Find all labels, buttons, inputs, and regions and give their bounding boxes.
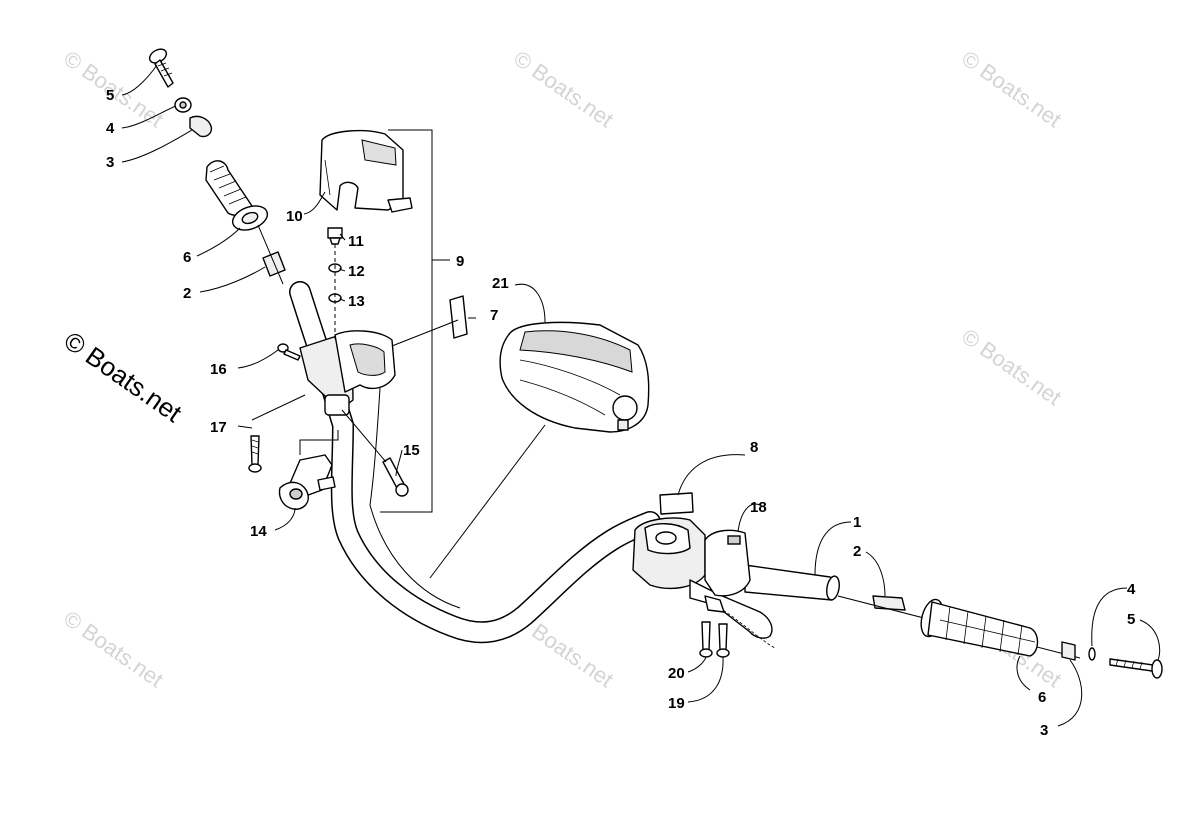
bar-end-weight-left [189, 115, 213, 138]
callout-18: 18 [750, 499, 767, 516]
throttle-housing [299, 330, 396, 416]
callout-8: 8 [750, 439, 758, 456]
watermark: © Boats.net [509, 46, 618, 133]
bar-end-weight-right [1061, 641, 1076, 661]
callout-3: 3 [1040, 722, 1048, 739]
callout-1: 1 [853, 514, 861, 531]
callouts: 5 4 3 10 11 12 13 9 6 2 21 7 16 17 15 14… [106, 87, 1136, 739]
callout-3: 3 [106, 154, 114, 171]
handguard-21 [429, 321, 650, 579]
switch-housing-18 [704, 529, 751, 613]
grip-right [837, 595, 1081, 659]
callout-15: 15 [403, 442, 420, 459]
screw-16 [277, 343, 301, 361]
master-cylinder [632, 517, 776, 649]
left-grip-assembly [148, 48, 286, 285]
screw-11 [327, 227, 343, 245]
callout-2: 2 [183, 285, 191, 302]
decal-8 [659, 492, 694, 515]
screw-15 [341, 409, 409, 497]
screw-20 [699, 621, 713, 658]
callout-21: 21 [492, 275, 509, 292]
callout-12: 12 [348, 263, 365, 280]
callout-20: 20 [668, 665, 685, 682]
watermark: © Boats.net [59, 606, 168, 693]
bar-end-bolt-left [148, 48, 174, 88]
decal-7 [449, 295, 468, 339]
callout-4: 4 [106, 120, 115, 137]
watermark: © Boats.net [957, 324, 1066, 411]
bar-end-bolt-right [1109, 658, 1163, 679]
callout-2: 2 [853, 543, 861, 560]
leader-lines [121, 64, 1161, 727]
watermark: © Boats.net [957, 46, 1066, 133]
callout-16: 16 [210, 361, 227, 378]
bolt-17 [248, 435, 262, 473]
callout-4: 4 [1127, 581, 1136, 598]
callout-14: 14 [250, 523, 267, 540]
callout-9: 9 [456, 253, 464, 270]
callout-17: 17 [210, 419, 227, 436]
callout-5: 5 [106, 87, 114, 104]
grip-insert-right [872, 595, 906, 611]
callout-13: 13 [348, 293, 365, 310]
callout-11: 11 [348, 233, 364, 250]
grip-left [205, 160, 269, 231]
right-handlebar-tube [744, 564, 840, 601]
callout-7: 7 [490, 307, 498, 324]
clamp-bracket-14 [278, 454, 336, 510]
watermark-main: © Boats.net [59, 325, 188, 428]
callout-19: 19 [668, 695, 685, 712]
screw-19 [716, 623, 730, 658]
callout-6: 6 [183, 249, 191, 266]
handguard-cover-small [319, 129, 413, 213]
callout-5: 5 [1127, 611, 1135, 628]
washer-right [1088, 647, 1096, 661]
callout-10: 10 [286, 208, 303, 225]
callout-6: 6 [1038, 689, 1046, 706]
bracket-9 [380, 129, 433, 513]
